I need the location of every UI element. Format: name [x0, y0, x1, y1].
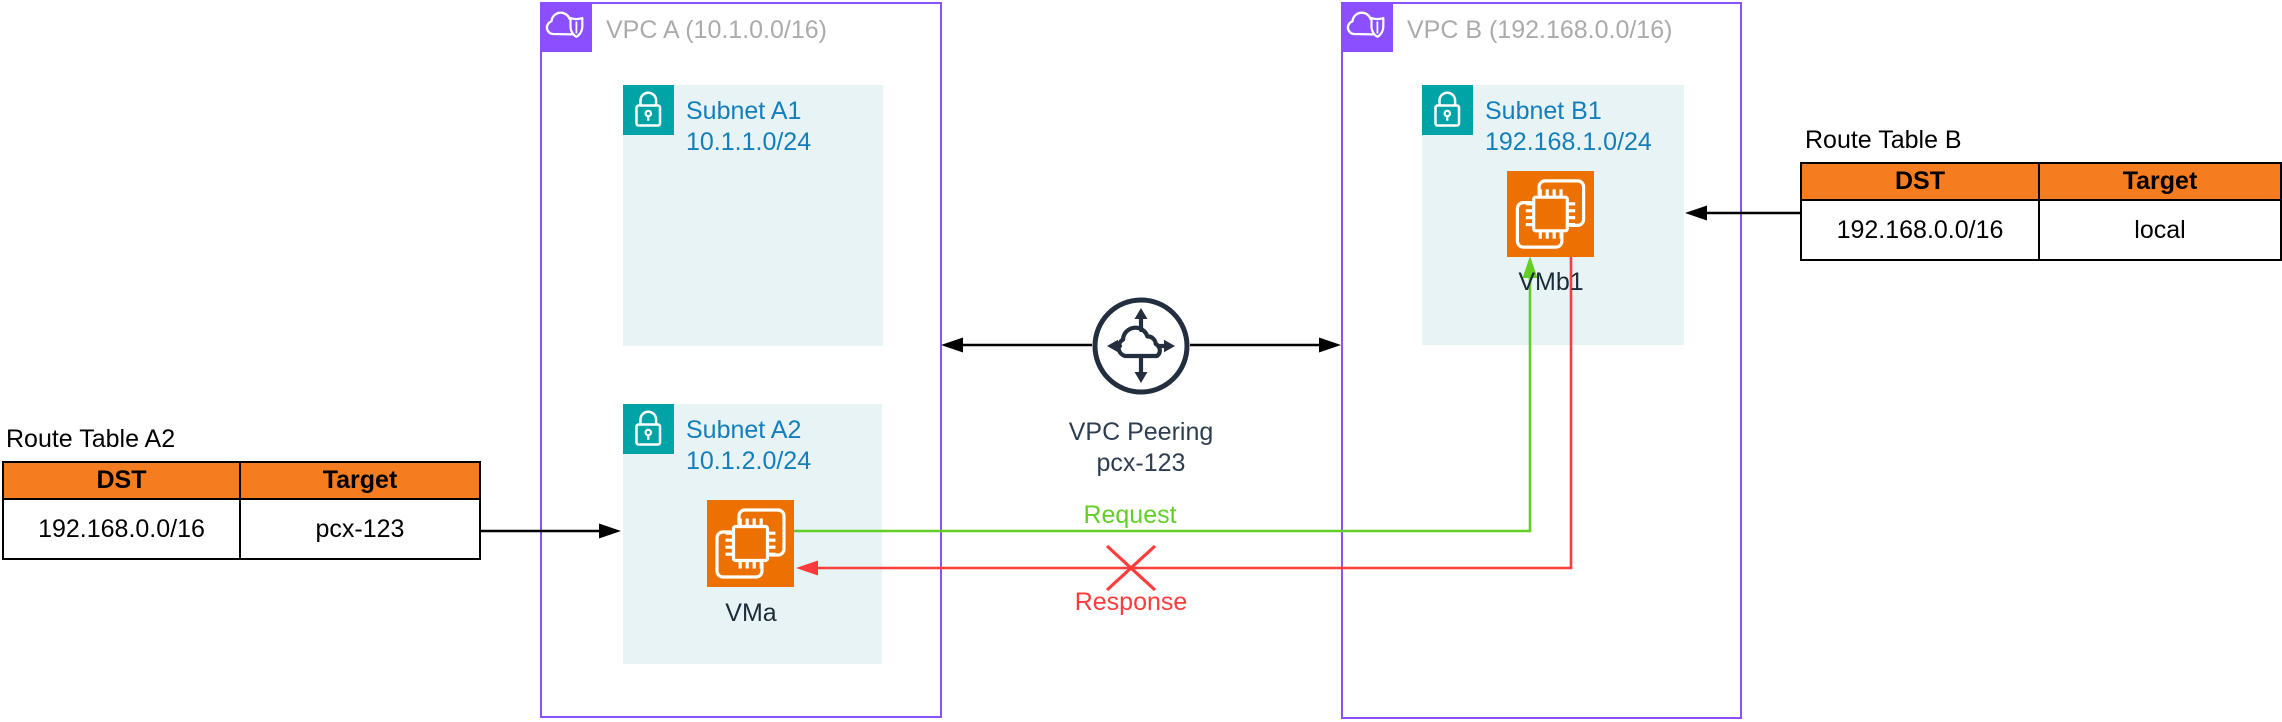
- lock-icon: [623, 85, 674, 135]
- peering-to-vpc-a-arrow: [941, 337, 1092, 353]
- subnet-a1-cidr: 10.1.1.0/24: [686, 128, 812, 156]
- subnet-a1-name: Subnet A1: [686, 97, 802, 125]
- subnet-a2-label: Subnet A2 10.1.2.0/24: [686, 415, 811, 477]
- table-row: 192.168.0.0/16 local: [1802, 201, 2280, 259]
- lock-icon: [623, 404, 674, 454]
- vpc-peering-name: VPC Peering: [1068, 418, 1214, 446]
- vpc-b-box: VPC B (192.168.0.0/16) Subnet B1 192.168…: [1341, 2, 1742, 719]
- subnet-a1-box: Subnet A1 10.1.1.0/24: [623, 85, 883, 346]
- route-table-a2: DST Target 192.168.0.0/16 pcx-123: [2, 461, 481, 560]
- subnet-a2-cidr: 10.1.2.0/24: [686, 447, 812, 475]
- cloud-shield-icon: [1341, 2, 1393, 52]
- vpc-a-label: VPC A (10.1.0.0/16): [606, 16, 827, 44]
- vm-a-label: VMa: [725, 599, 777, 627]
- subnet-a2-name: Subnet A2: [686, 416, 802, 444]
- table-row: 192.168.0.0/16 pcx-123: [4, 500, 479, 558]
- blocked-x-icon: [1105, 544, 1157, 592]
- processor-chip-icon: [1515, 179, 1586, 249]
- vm-b1-node: [1507, 171, 1594, 257]
- cloud-shield-icon: [540, 2, 592, 52]
- vpc-b-label: VPC B (192.168.0.0/16): [1407, 16, 1673, 44]
- subnet-b1-name: Subnet B1: [1485, 97, 1602, 125]
- cell-dst: 192.168.0.0/16: [1802, 201, 2040, 259]
- cell-dst: 192.168.0.0/16: [4, 500, 241, 558]
- vm-b1-label: VMb1: [1518, 268, 1584, 296]
- vm-a-node: [707, 500, 794, 587]
- subnet-b1-label: Subnet B1 192.168.1.0/24: [1485, 96, 1652, 158]
- vpc-peering-id: pcx-123: [1096, 449, 1186, 477]
- route-table-a2-title: Route Table A2: [6, 425, 176, 453]
- response-label: Response: [1074, 588, 1188, 616]
- peering-to-vpc-b-arrow: [1190, 337, 1341, 353]
- header-target: Target: [2122, 167, 2198, 195]
- vpc-peering-node: [1091, 296, 1191, 396]
- vpc-peering-label: VPC Peering pcx-123: [1041, 417, 1241, 479]
- table-header-row: DST Target: [1802, 164, 2280, 201]
- route-table-b-title: Route Table B: [1805, 126, 1962, 154]
- route-table-b: DST Target 192.168.0.0/16 local: [1800, 162, 2282, 261]
- subnet-a1-label: Subnet A1 10.1.1.0/24: [686, 96, 811, 158]
- lock-icon: [1422, 85, 1473, 135]
- header-dst: DST: [4, 463, 241, 498]
- cloud-arrows-icon: [1092, 297, 1190, 395]
- request-label: Request: [1083, 501, 1177, 529]
- header-dst: DST: [1802, 164, 2040, 199]
- header-target: Target: [322, 466, 398, 494]
- table-header-row: DST Target: [4, 463, 479, 500]
- processor-chip-icon: [715, 508, 786, 579]
- cell-target: pcx-123: [315, 514, 405, 543]
- cell-target: local: [2134, 215, 2186, 244]
- subnet-b1-cidr: 192.168.1.0/24: [1485, 128, 1652, 156]
